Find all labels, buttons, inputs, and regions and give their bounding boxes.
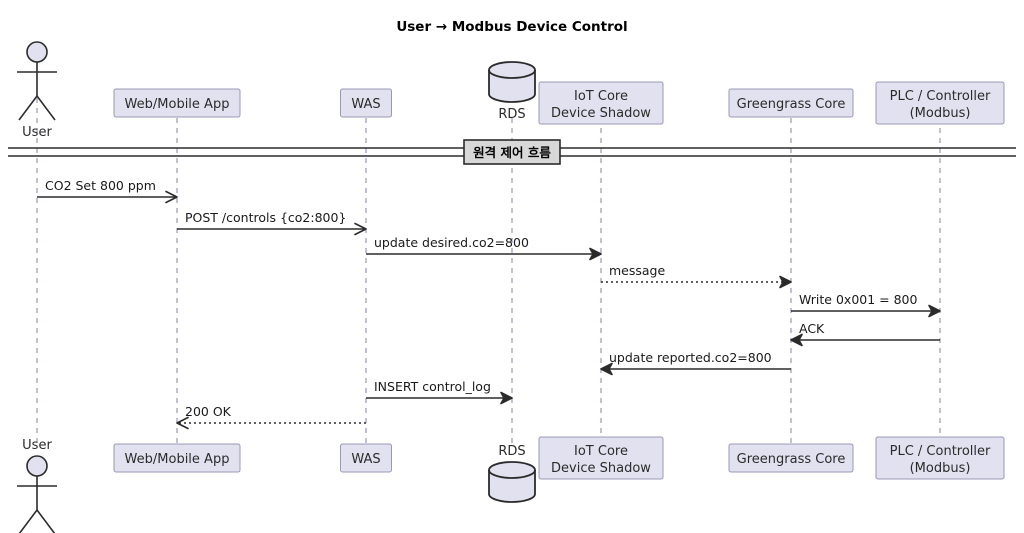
- participant-label: Greengrass Core: [737, 97, 846, 112]
- message-arrowhead: [600, 362, 613, 376]
- message-label: ACK: [799, 321, 825, 336]
- participant-box[interactable]: [538, 81, 664, 125]
- actor-head-icon: [26, 41, 48, 63]
- participant-app-footer[interactable]: Web/Mobile App: [113, 443, 241, 473]
- message-arrowhead: [500, 391, 513, 405]
- divider-label-box: [463, 139, 561, 165]
- message-0[interactable]: CO2 Set 800 ppm: [37, 178, 178, 204]
- database-label: RDS: [498, 444, 525, 459]
- participant-label: Web/Mobile App: [125, 97, 230, 112]
- participant-label-line1: IoT Core: [574, 444, 628, 459]
- message-label: 200 OK: [185, 404, 232, 419]
- message-arrowhead: [790, 333, 803, 347]
- actor-leg-left: [18, 95, 38, 121]
- message-arrowhead: [589, 247, 602, 261]
- participant-app-header[interactable]: Web/Mobile App: [113, 88, 241, 118]
- participant-label-line2: Device Shadow: [551, 106, 651, 121]
- message-label: message: [609, 263, 665, 278]
- message-arrowhead: [779, 275, 792, 289]
- participant-was-footer[interactable]: WAS: [340, 443, 392, 473]
- actor-leg-right: [36, 509, 56, 533]
- message-label: update desired.co2=800: [374, 235, 529, 250]
- participant-label-line2: (Modbus): [910, 106, 971, 121]
- actor-user-footer[interactable]: User: [17, 438, 57, 533]
- participant-label: Web/Mobile App: [125, 452, 230, 467]
- divider-label: 원격 제어 흐름: [473, 145, 551, 160]
- participant-box[interactable]: [340, 88, 392, 118]
- participant-label-line1: PLC / Controller: [890, 444, 991, 459]
- database-top-ellipse-icon: [488, 69, 536, 79]
- database-label: RDS: [498, 107, 525, 122]
- participant-box[interactable]: [875, 81, 1005, 125]
- participant-label: WAS: [351, 97, 380, 112]
- message-2[interactable]: update desired.co2=800: [366, 235, 602, 261]
- message-6[interactable]: update reported.co2=800: [600, 350, 791, 376]
- database-rds-header[interactable]: RDS: [488, 61, 536, 122]
- participant-greengrass-header[interactable]: Greengrass Core: [728, 88, 854, 118]
- message-8[interactable]: 200 OK: [176, 404, 366, 430]
- database-top-ellipse-icon: [488, 469, 536, 479]
- message-arrowhead: [928, 304, 941, 318]
- message-label: Write 0x001 = 800: [799, 292, 918, 307]
- participant-greengrass-footer[interactable]: Greengrass Core: [728, 443, 854, 473]
- participant-label: WAS: [351, 452, 380, 467]
- participant-label-line1: IoT Core: [574, 89, 628, 104]
- actor-head-icon: [26, 455, 48, 477]
- participant-plc-footer[interactable]: PLC / Controller (Modbus): [875, 436, 1005, 480]
- page-title: User → Modbus Device Control: [396, 19, 627, 35]
- actor-label: User: [22, 438, 52, 453]
- participant-label-line2: Device Shadow: [551, 461, 651, 476]
- participant-was-header[interactable]: WAS: [340, 88, 392, 118]
- participant-box[interactable]: [728, 88, 854, 118]
- message-arrowhead: [176, 416, 189, 430]
- message-label: INSERT control_log: [374, 379, 491, 394]
- participant-label-line1: PLC / Controller: [890, 89, 991, 104]
- participant-box[interactable]: [113, 443, 241, 473]
- participant-label-line2: (Modbus): [910, 461, 971, 476]
- participant-box[interactable]: [875, 436, 1005, 480]
- lifelines-layer: [36, 98, 941, 448]
- message-7[interactable]: INSERT control_log: [366, 379, 513, 405]
- message-1[interactable]: POST /controls {co2:800}: [177, 210, 367, 236]
- database-cylinder-icon: [488, 61, 536, 103]
- participant-plc-header[interactable]: PLC / Controller (Modbus): [875, 81, 1005, 125]
- database-rds-footer[interactable]: RDS: [488, 444, 536, 503]
- message-label: update reported.co2=800: [609, 350, 772, 365]
- message-4[interactable]: Write 0x001 = 800: [791, 292, 941, 318]
- message-3[interactable]: message: [601, 263, 792, 289]
- message-label: CO2 Set 800 ppm: [45, 178, 156, 193]
- actor-leg-right: [36, 95, 56, 121]
- message-5[interactable]: ACK: [790, 321, 940, 347]
- participant-box[interactable]: [340, 443, 392, 473]
- actor-leg-left: [18, 509, 38, 533]
- participant-box[interactable]: [728, 443, 854, 473]
- message-arrowhead: [165, 190, 178, 204]
- participant-box[interactable]: [538, 436, 664, 480]
- message-label: POST /controls {co2:800}: [185, 210, 346, 225]
- participant-box[interactable]: [113, 88, 241, 118]
- database-cylinder-icon: [488, 461, 536, 503]
- actor-label: User: [22, 125, 52, 140]
- message-arrowhead: [354, 222, 367, 236]
- fragment-divider: 원격 제어 흐름: [8, 139, 1016, 165]
- actor-user-header[interactable]: User: [17, 41, 57, 140]
- participant-label: Greengrass Core: [737, 452, 846, 467]
